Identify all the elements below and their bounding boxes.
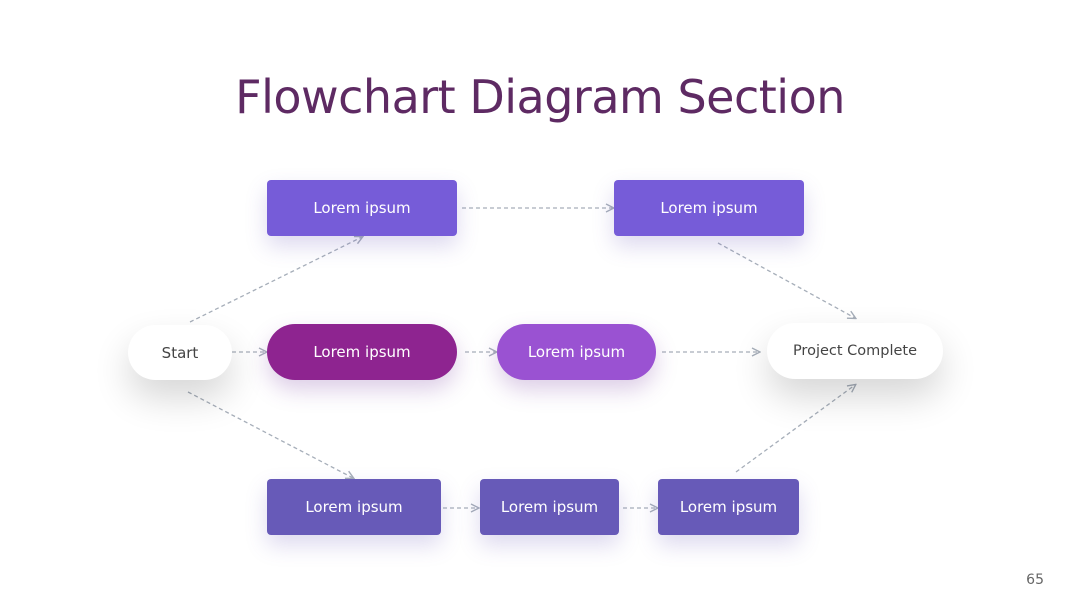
connector-start-to-bottom — [187, 391, 353, 478]
project-complete-node: Project Complete — [767, 323, 943, 379]
bottom-process-box-2: Lorem ipsum — [480, 479, 619, 535]
page-title: Flowchart Diagram Section — [235, 70, 845, 124]
middle-process-pill-1: Lorem ipsum — [267, 324, 457, 380]
connector-start-to-top — [189, 237, 362, 323]
bottom-process-box-2-label: Lorem ipsum — [500, 498, 599, 516]
top-process-box-2: Lorem ipsum — [614, 180, 804, 236]
top-process-box-2-label: Lorem ipsum — [660, 199, 758, 217]
page-number: 65 — [1026, 572, 1044, 588]
middle-process-pill-1-label: Lorem ipsum — [313, 343, 411, 361]
bottom-process-box-3: Lorem ipsum — [658, 479, 799, 535]
start-node-label: Start — [161, 343, 199, 362]
project-complete-node-label: Project Complete — [792, 343, 918, 359]
top-process-box-1-label: Lorem ipsum — [313, 199, 411, 217]
middle-process-pill-2: Lorem ipsum — [497, 324, 656, 380]
top-process-box-1: Lorem ipsum — [267, 180, 457, 236]
bottom-process-box-1: Lorem ipsum — [267, 479, 441, 535]
bottom-process-box-1-label: Lorem ipsum — [305, 498, 403, 516]
bottom-process-box-3-label: Lorem ipsum — [679, 498, 778, 516]
connector-top-2-to-end — [717, 242, 855, 318]
middle-process-pill-2-label: Lorem ipsum — [527, 343, 626, 361]
connector-bot-3-to-end — [735, 385, 855, 473]
start-node: Start — [128, 325, 232, 380]
